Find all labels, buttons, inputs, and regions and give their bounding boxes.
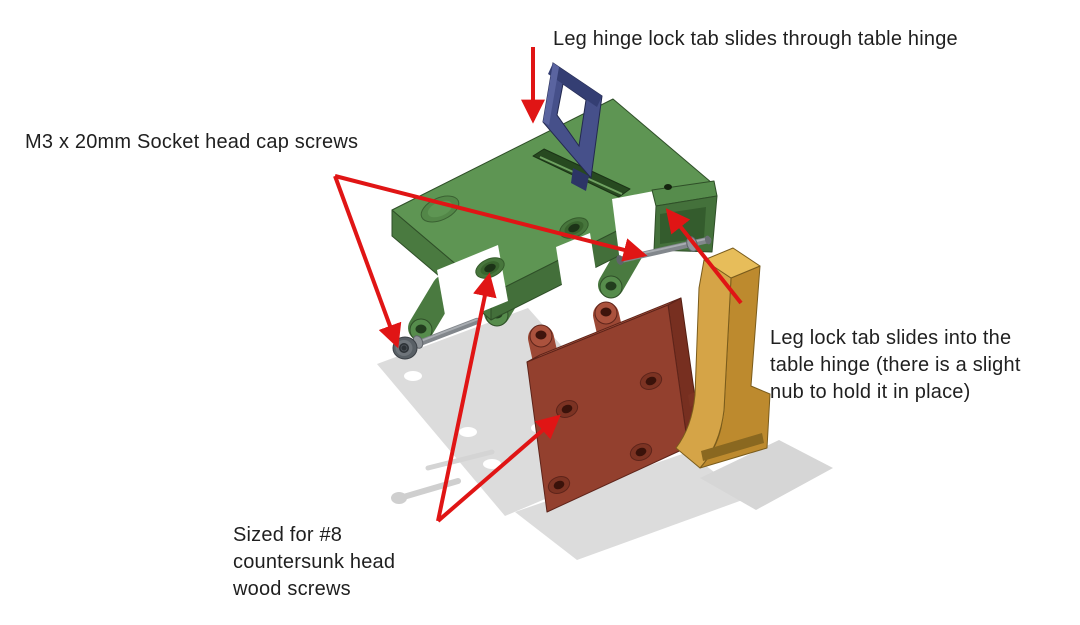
annotation-right-line3: nub to hold it in place) — [770, 381, 971, 403]
shadow-hole — [404, 371, 422, 381]
leg-lock-tab — [675, 247, 771, 469]
shadow-hole — [483, 459, 501, 469]
annotation-right-line1: Leg lock tab slides into the — [770, 327, 1012, 349]
leg-hinge-shadow — [515, 452, 748, 560]
lock-tab-foot — [571, 168, 589, 191]
recess-hole — [420, 195, 460, 223]
annotation-bottom: Sized for #8 countersunk head wood screw… — [233, 522, 395, 603]
countersunk-hole-leg — [555, 400, 579, 418]
lock-tab-lit-edge — [543, 63, 559, 125]
annotation-bottom-line2: countersunk head — [233, 551, 396, 573]
arrow-wood-screw-table — [436, 272, 497, 522]
countersunk-hole-leg — [547, 476, 571, 494]
annotation-top: Leg hinge lock tab slides through table … — [553, 26, 958, 53]
countersunk-hole-leg — [629, 443, 653, 461]
lock-tab-top-face — [703, 247, 761, 279]
lock-tab-top-edge — [548, 63, 602, 107]
leg-lock-tab-shadow — [700, 440, 833, 510]
screw-shadow — [391, 478, 461, 504]
countersunk-hole-leg — [639, 372, 663, 390]
lock-tab-foot-shelf — [701, 433, 764, 461]
annotation-right: Leg lock tab slides into the table hinge… — [770, 325, 1021, 406]
annotation-left: M3 x 20mm Socket head cap screws — [25, 129, 358, 156]
annotation-top-text: Leg hinge lock tab slides through table … — [553, 28, 958, 50]
lug-notch — [556, 233, 598, 298]
annotation-left-text: M3 x 20mm Socket head cap screws — [25, 131, 359, 153]
arrow-leg-lock-tab — [665, 208, 743, 305]
screw-tip — [704, 235, 712, 245]
annotation-right-line2: table hinge (there is a slight — [770, 354, 1021, 376]
shadow-hole — [459, 427, 477, 437]
arrow-wood-screw-leg — [436, 414, 561, 523]
hex-socket — [399, 343, 409, 353]
screw-shaft-highlight — [416, 318, 478, 344]
countersunk-hole-table — [559, 217, 589, 239]
pin-hole — [664, 184, 672, 190]
annotation-arrows — [333, 47, 743, 523]
screw-shadow — [425, 449, 495, 471]
arrow-screw-left — [333, 175, 402, 349]
screw-shaft — [413, 317, 481, 348]
table-hinge-plate — [391, 98, 718, 342]
annotation-bottom-line3: wood screws — [233, 578, 351, 600]
leg-hinge-lock-tab — [542, 62, 603, 191]
annotation-bottom-line1: Sized for #8 — [233, 524, 343, 546]
arrow-screw-right — [334, 174, 648, 262]
lock-tab-front-face — [675, 259, 732, 469]
